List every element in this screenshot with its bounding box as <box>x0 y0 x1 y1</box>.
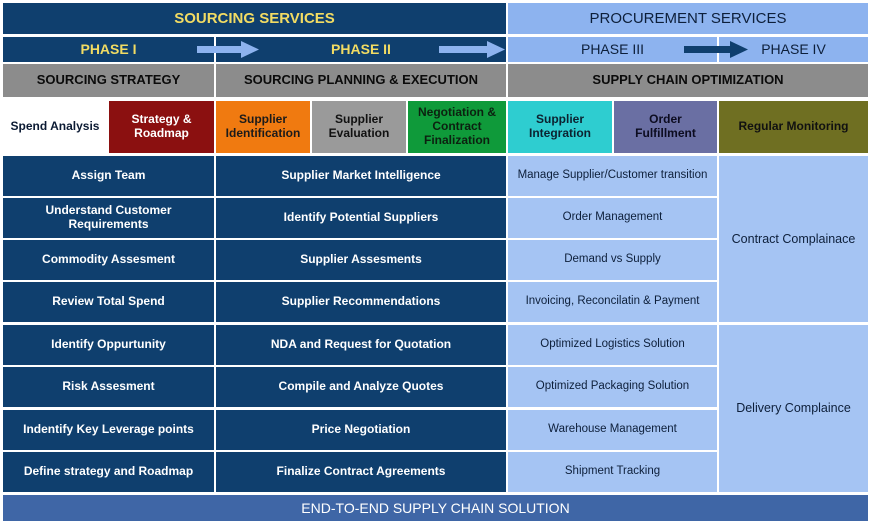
col2-cell-label: NDA and Request for Quotation <box>270 337 452 352</box>
col2-cell-label: Supplier Recommendations <box>281 294 441 309</box>
stage-label: Regular Monitoring <box>738 119 849 134</box>
col1-cell-label: Assign Team <box>71 168 146 183</box>
sourcing-services-label: SOURCING SERVICES <box>174 9 335 27</box>
section-sourcing-planning: SOURCING PLANNING & EXECUTION <box>216 64 506 97</box>
col2-cell-label: Compile and Analyze Quotes <box>278 379 444 394</box>
col3-cell-label: Demand vs Supply <box>564 253 661 266</box>
col1-cell-label: Review Total Spend <box>52 294 165 309</box>
col3-cell: Optimized Logistics Solution <box>508 325 717 365</box>
col3-cell-label: Order Management <box>562 211 663 224</box>
stage-label: Supplier Evaluation <box>328 112 390 140</box>
col3-cell: Order Management <box>508 198 717 238</box>
col1-cell-label: Risk Assesment <box>62 379 155 394</box>
phase-2-label: PHASE II <box>331 41 391 58</box>
col3-cell: Demand vs Supply <box>508 240 717 280</box>
contract-compliance-label: Contract Complainace <box>731 231 856 246</box>
stage-spend-analysis: Spend Analysis <box>3 101 107 153</box>
procurement-services-label: PROCUREMENT SERVICES <box>589 9 787 27</box>
col3-cell-label: Manage Supplier/Customer transition <box>517 169 708 182</box>
stage-label: Supplier Integration <box>529 112 591 140</box>
col2-cell: Supplier Recommendations <box>216 282 506 322</box>
col1-cell-label: Commodity Assesment <box>42 252 175 267</box>
col2-cell: Identify Potential Suppliers <box>216 198 506 238</box>
col2-cell: Supplier Assesments <box>216 240 506 280</box>
col1-cell: Commodity Assesment <box>3 240 214 280</box>
footer-label: END-TO-END SUPPLY CHAIN SOLUTION <box>301 499 570 516</box>
phase-1-label: PHASE I <box>80 41 137 58</box>
end-to-end-footer: END-TO-END SUPPLY CHAIN SOLUTION <box>3 495 868 521</box>
stage-regular-monitoring: Regular Monitoring <box>719 101 868 153</box>
stage-supplier-integration: Supplier Integration <box>508 101 612 153</box>
col3-cell: Manage Supplier/Customer transition <box>508 156 717 196</box>
stage-label: Strategy & Roadmap <box>131 112 192 140</box>
col1-cell-label: Identify Oppurtunity <box>51 337 166 352</box>
col1-cell-label: Understand Customer Requirements <box>45 203 172 231</box>
stage-negotiation-contract-finalization: Negotiation & Contract Finalization <box>408 101 506 153</box>
section-sourcing-planning-label: SOURCING PLANNING & EXECUTION <box>243 72 478 88</box>
col3-cell-label: Invoicing, Reconcilatin & Payment <box>525 295 700 308</box>
col2-cell: Finalize Contract Agreements <box>216 452 506 492</box>
col1-cell: Risk Assesment <box>3 367 214 407</box>
stage-label: Order Fulfillment <box>635 112 696 140</box>
col1-cell: Assign Team <box>3 156 214 196</box>
col2-cell-label: Finalize Contract Agreements <box>276 464 446 479</box>
col2-cell-label: Supplier Market Intelligence <box>281 168 441 183</box>
phase-3-label: PHASE III <box>580 41 645 58</box>
stage-strategy-roadmap: Strategy & Roadmap <box>109 101 214 153</box>
stage-label: Spend Analysis <box>10 119 100 134</box>
delivery-compliance-label: Delivery Complaince <box>736 401 851 416</box>
delivery-compliance-cell: Delivery Complaince <box>719 325 868 492</box>
section-supply-chain-optimization: SUPPLY CHAIN OPTIMIZATION <box>508 64 868 97</box>
phase-3: PHASE III <box>508 37 717 62</box>
stage-order-fulfillment: Order Fulfillment <box>614 101 717 153</box>
col1-cell-label: Define strategy and Roadmap <box>23 464 194 479</box>
col2-cell: Price Negotiation <box>216 410 506 450</box>
col1-cell: Define strategy and Roadmap <box>3 452 214 492</box>
col3-cell: Warehouse Management <box>508 410 717 450</box>
stage-supplier-evaluation: Supplier Evaluation <box>312 101 406 153</box>
col1-cell: Understand Customer Requirements <box>3 198 214 238</box>
col3-cell: Shipment Tracking <box>508 452 717 492</box>
col2-cell-label: Price Negotiation <box>311 422 411 437</box>
arrow-right-icon <box>439 41 505 58</box>
col2-cell-label: Identify Potential Suppliers <box>283 210 439 225</box>
col3-cell-label: Warehouse Management <box>548 423 677 436</box>
contract-compliance-cell: Contract Complainace <box>719 156 868 322</box>
sourcing-services-header: SOURCING SERVICES <box>3 3 506 34</box>
col3-cell-label: Optimized Packaging Solution <box>535 380 690 393</box>
col3-cell-label: Shipment Tracking <box>564 465 661 478</box>
stage-supplier-identification: Supplier Identification <box>216 101 310 153</box>
arrow-right-icon <box>684 41 748 58</box>
procurement-services-header: PROCUREMENT SERVICES <box>508 3 868 34</box>
section-supply-chain-optimization-label: SUPPLY CHAIN OPTIMIZATION <box>592 72 784 88</box>
col2-cell: Supplier Market Intelligence <box>216 156 506 196</box>
col3-cell: Invoicing, Reconcilatin & Payment <box>508 282 717 322</box>
stage-label: Negotiation & Contract Finalization <box>418 105 496 147</box>
col1-cell: Review Total Spend <box>3 282 214 322</box>
section-sourcing-strategy: SOURCING STRATEGY <box>3 64 214 97</box>
col1-cell-label: Indentify Key Leverage points <box>23 422 194 437</box>
col2-cell-label: Supplier Assesments <box>300 252 422 267</box>
col2-cell: NDA and Request for Quotation <box>216 325 506 365</box>
arrow-right-icon <box>197 41 259 58</box>
stage-label: Supplier Identification <box>225 112 301 140</box>
col1-cell: Indentify Key Leverage points <box>3 410 214 450</box>
col1-cell: Identify Oppurtunity <box>3 325 214 365</box>
phase-1: PHASE I <box>3 37 214 62</box>
section-sourcing-strategy-label: SOURCING STRATEGY <box>36 72 181 88</box>
col3-cell: Optimized Packaging Solution <box>508 367 717 407</box>
col2-cell: Compile and Analyze Quotes <box>216 367 506 407</box>
phase-4-label: PHASE IV <box>761 41 826 58</box>
col3-cell-label: Optimized Logistics Solution <box>540 338 685 351</box>
